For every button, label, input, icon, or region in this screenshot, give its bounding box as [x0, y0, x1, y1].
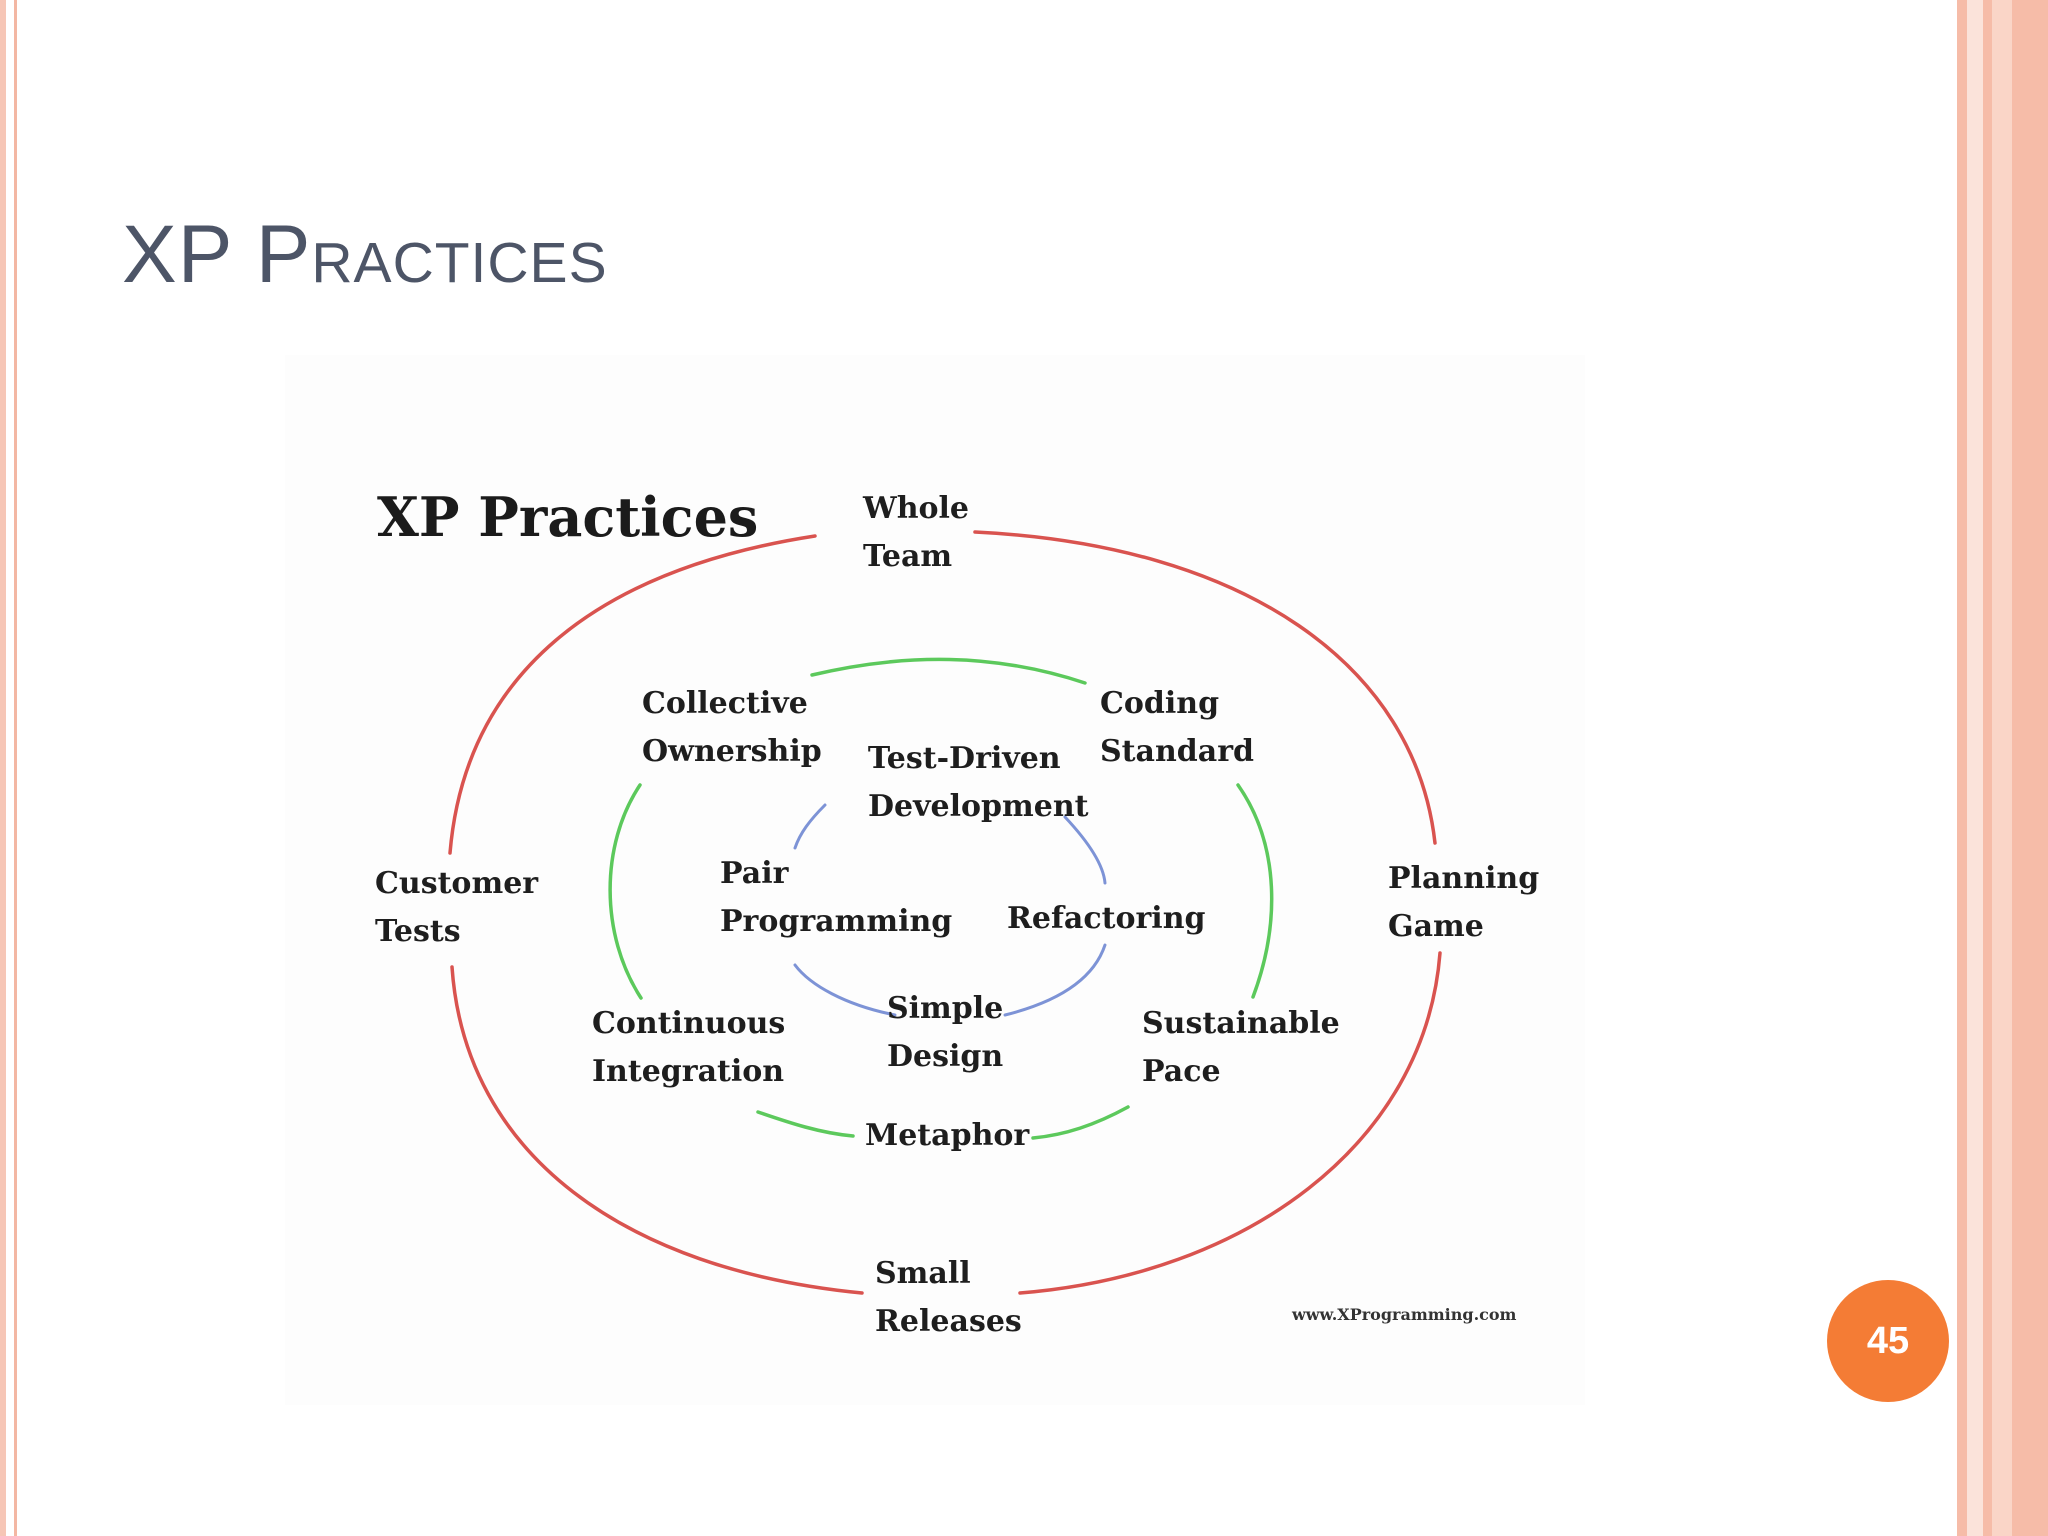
practice-label-line: Design — [887, 1039, 1004, 1074]
practice-label-line: Sustainable — [1142, 1006, 1340, 1041]
right-border-stripe — [1992, 0, 2012, 1536]
practice-label-line: Small — [875, 1256, 971, 1291]
practice-label-line: Test-Driven — [867, 741, 1061, 776]
middle-ring-arc — [1236, 783, 1274, 999]
practice-label-line: Simple — [887, 991, 1004, 1026]
right-border-stripe — [1967, 0, 1983, 1536]
practice-metaphor: Metaphor — [865, 1112, 1029, 1160]
inner-ring — [793, 803, 1107, 1017]
practice-label-line: Collective — [642, 686, 808, 721]
practice-pair-programming: Pair Programming — [720, 850, 952, 946]
practice-small-releases: Small Releases — [875, 1250, 1022, 1346]
practice-refactoring: Refactoring — [1007, 895, 1206, 943]
right-border-stripe — [1957, 0, 1967, 1536]
practice-sustainable-pace: Sustainable Pace — [1142, 1000, 1340, 1096]
xp-practices-diagram: XP Practices Whole Team Planning Game Sm… — [285, 355, 1585, 1405]
middle-ring-arc — [1031, 1105, 1130, 1140]
inner-ring-arc — [793, 963, 897, 1017]
page-number: 45 — [1866, 1319, 1910, 1362]
practice-whole-team: Whole Team — [863, 485, 969, 581]
middle-ring-arc — [756, 1110, 855, 1138]
page-number-badge: 45 — [1827, 1280, 1949, 1402]
practice-label-line: Standard — [1100, 734, 1254, 769]
practice-label-line: Programming — [720, 904, 953, 939]
diagram-credit: www.XProgramming.com — [1292, 1305, 1517, 1324]
practice-label-line: Continuous — [592, 1006, 786, 1041]
middle-ring — [608, 657, 1274, 1140]
practice-label-line: Development — [868, 789, 1089, 824]
outer-ring — [448, 530, 1442, 1295]
middle-ring-arc — [810, 657, 1087, 685]
practice-coding-standard: Coding Standard — [1100, 680, 1254, 776]
practice-label-line: Tests — [375, 914, 461, 949]
practice-label-line: Planning — [1388, 861, 1540, 896]
practice-planning-game: Planning Game — [1388, 855, 1539, 951]
practice-label-line: Customer — [375, 866, 539, 901]
outer-ring-arc — [1018, 951, 1442, 1295]
practice-collective-ownership: Collective Ownership — [642, 680, 822, 776]
left-border-line — [14, 0, 17, 1536]
practice-simple-design: Simple Design — [887, 985, 1003, 1081]
practice-label-line: Releases — [875, 1304, 1022, 1339]
practice-label-line: Game — [1388, 909, 1484, 944]
left-border-stripe — [0, 0, 6, 1536]
outer-ring-arc — [973, 530, 1437, 845]
middle-ring-arc — [608, 783, 643, 1000]
inner-ring-arc — [793, 803, 827, 850]
practice-label-line: Ownership — [642, 734, 822, 769]
slide-title: XP Practices — [122, 209, 608, 300]
outer-ring-arc — [450, 965, 864, 1295]
practice-label-line: Integration — [592, 1054, 785, 1089]
diagram-title: XP Practices — [377, 485, 759, 549]
practice-label-line: Pair — [720, 856, 789, 891]
practice-continuous-integration: Continuous Integration — [592, 1000, 785, 1096]
practice-label-line: Whole — [863, 491, 969, 526]
diagram-rings — [448, 530, 1442, 1295]
practice-customer-tests: Customer Tests — [375, 860, 538, 956]
practice-test-driven-development: Test-Driven Development — [840, 735, 1089, 831]
inner-ring-arc — [1063, 815, 1107, 885]
practice-label-line: Pace — [1142, 1054, 1221, 1089]
right-border-stripe — [1983, 0, 1992, 1536]
practice-label-line: Coding — [1100, 686, 1220, 721]
outer-ring-arc — [448, 534, 817, 855]
right-border-stripe — [2012, 0, 2048, 1536]
practice-label-line: Refactoring — [1007, 901, 1206, 936]
practice-label-line: Team — [863, 539, 953, 574]
practice-label-line: Metaphor — [865, 1118, 1030, 1153]
inner-ring-arc — [1003, 943, 1107, 1017]
